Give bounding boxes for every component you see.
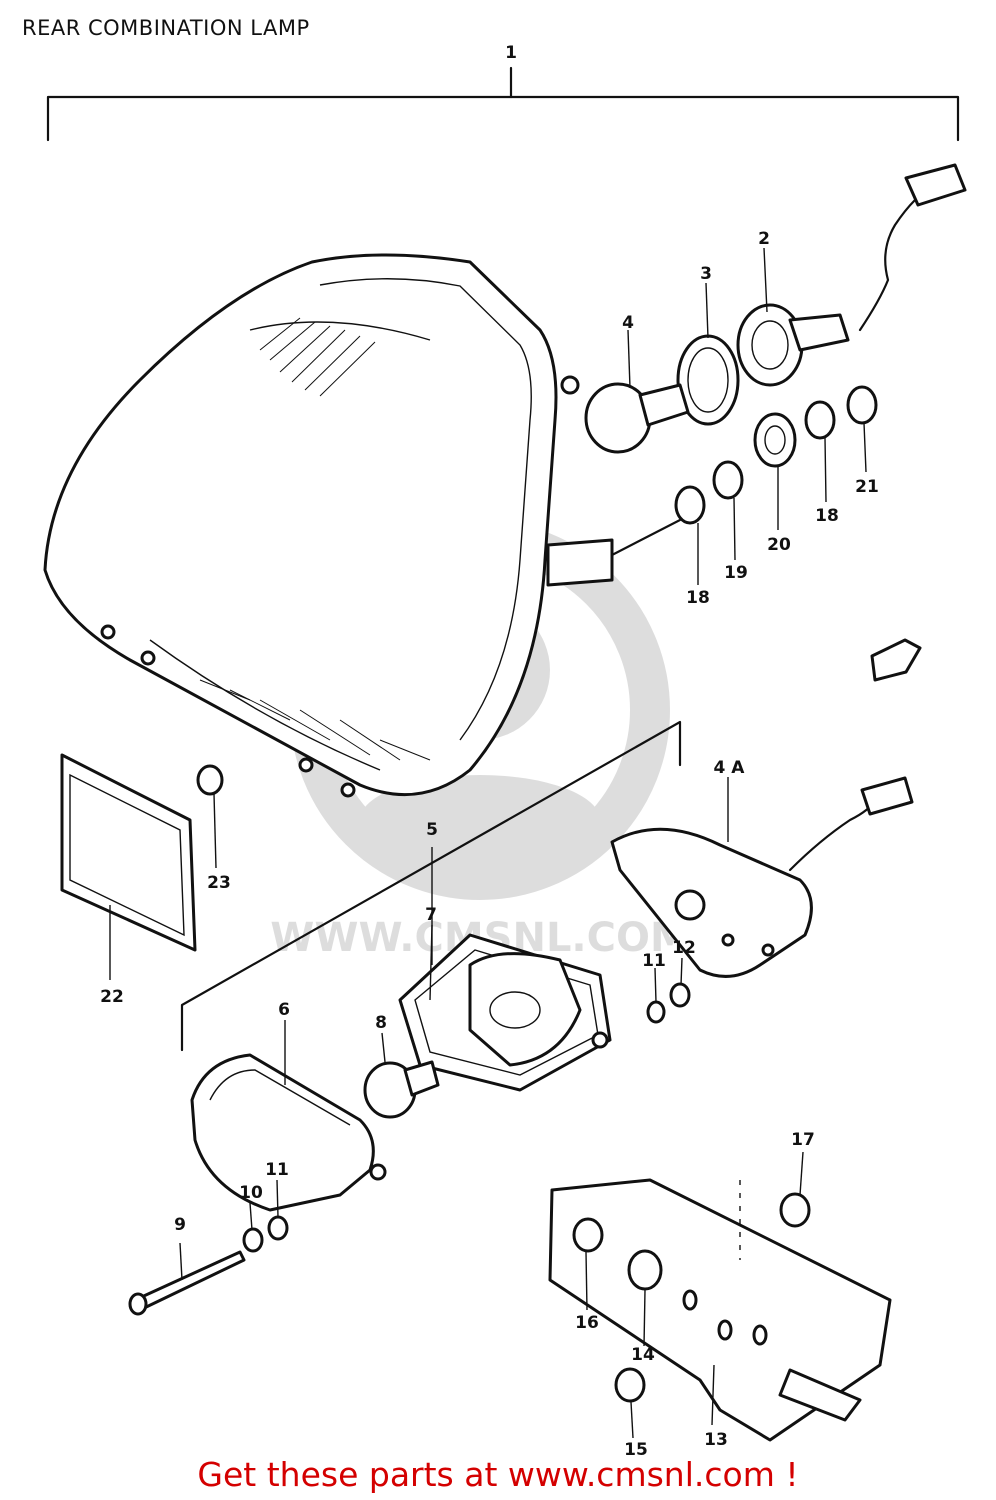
lens-washer — [267, 1215, 289, 1241]
callout-8: 8 — [375, 1013, 387, 1033]
tail-lamp-lens — [43, 253, 682, 798]
callout-6: 6 — [278, 1000, 290, 1020]
callout-23: 23 — [207, 873, 231, 893]
callout-3: 3 — [700, 264, 712, 284]
callout-16: 16 — [575, 1313, 599, 1333]
callout-10: 10 — [239, 1183, 263, 1203]
callout-4a: 4 A — [714, 758, 746, 778]
mounting-hardware — [674, 385, 878, 525]
bracket-bolt — [614, 1367, 646, 1403]
callout-7: 7 — [425, 905, 437, 925]
bracket-washer — [627, 1249, 663, 1291]
callout-15: 15 — [624, 1440, 648, 1460]
leader-lines — [109, 247, 867, 1439]
callout-11-right: 11 — [642, 951, 666, 971]
callout-17: 17 — [791, 1130, 815, 1150]
footer-promo-link[interactable]: Get these parts at www.cmsnl.com ! — [197, 1455, 799, 1494]
bracket-nut — [779, 1192, 811, 1228]
tail-bulb — [584, 382, 690, 454]
callout-22: 22 — [100, 987, 124, 1007]
callout-5: 5 — [426, 820, 438, 840]
callout-19: 19 — [724, 563, 748, 583]
lamp-base — [468, 952, 609, 1067]
assembly-bracket — [46, 66, 960, 142]
callout-numbers: 1 2 3 4 21 18 20 19 18 4 A 5 23 22 7 12 … — [100, 43, 879, 1460]
license-lamp-housing — [610, 776, 914, 978]
callout-21: 21 — [855, 477, 879, 497]
callout-20: 20 — [767, 535, 791, 555]
callout-9: 9 — [174, 1215, 186, 1235]
housing-washer — [646, 1000, 666, 1024]
license-plate-bracket — [548, 1178, 892, 1442]
callout-4: 4 — [622, 313, 634, 333]
license-lamp-lens — [190, 1053, 387, 1212]
callout-11-left: 11 — [265, 1160, 289, 1180]
reflector-nut — [196, 764, 224, 796]
bracket-cushion — [572, 1217, 604, 1253]
callout-12: 12 — [672, 938, 696, 958]
callout-18-top: 18 — [815, 506, 839, 526]
reflector — [60, 753, 197, 952]
lens-screw — [128, 1250, 246, 1316]
lens-hatching — [199, 317, 431, 761]
bulb-socket — [736, 303, 850, 387]
callout-13: 13 — [704, 1430, 728, 1450]
callout-18-bottom: 18 — [686, 588, 710, 608]
callout-2: 2 — [758, 229, 770, 249]
wire-harness-connector — [858, 163, 967, 332]
housing-nut — [669, 982, 691, 1008]
license-bulb — [363, 1060, 440, 1119]
screw-washer — [242, 1227, 264, 1253]
callout-1: 1 — [505, 43, 517, 63]
callout-14: 14 — [631, 1345, 655, 1365]
page-title: REAR COMBINATION LAMP — [22, 16, 310, 40]
license-lamp-bracket-line — [180, 720, 682, 1052]
front-arrow-icon — [870, 638, 922, 682]
